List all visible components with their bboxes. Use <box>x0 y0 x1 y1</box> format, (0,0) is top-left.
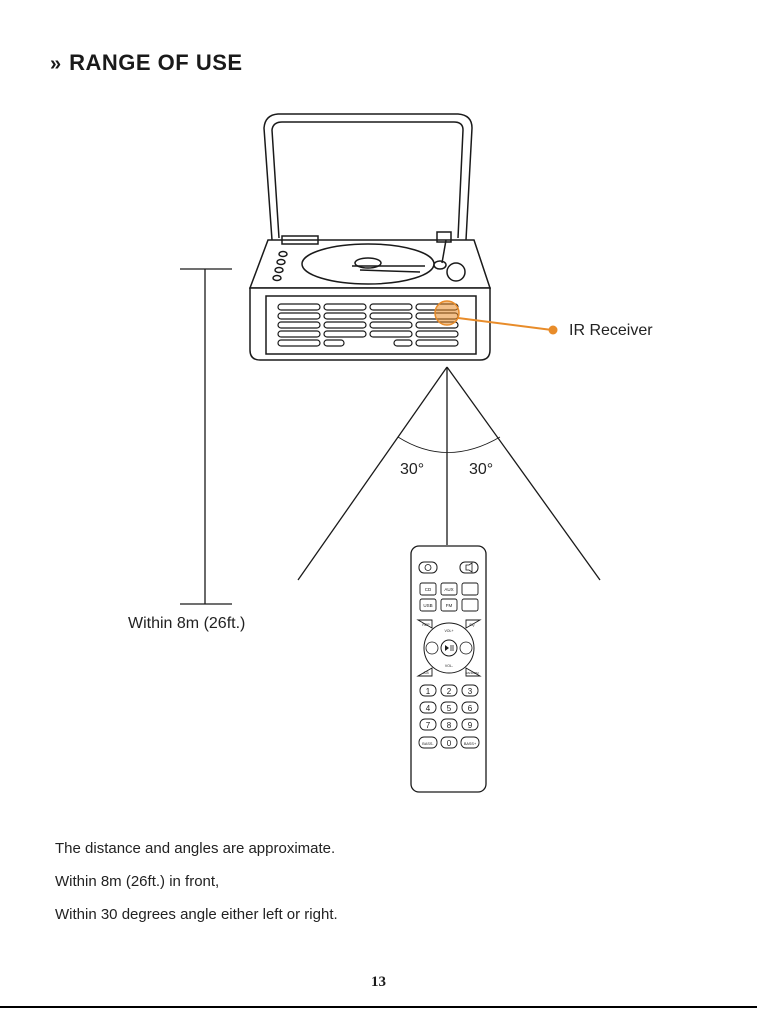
usage-notes: The distance and angles are approximate.… <box>55 832 338 931</box>
note-distance: Within 8m (26ft.) in front, <box>55 865 338 898</box>
remote-key-6: 6 <box>468 704 473 713</box>
distance-label: Within 8m (26ft.) <box>128 615 245 632</box>
angle-arc <box>398 437 500 453</box>
remote-usb-key: USB <box>423 603 432 608</box>
remote-vol-down: VOL- <box>445 664 454 668</box>
note-approximate: The distance and angles are approximate. <box>55 832 338 865</box>
remote-key-0: 0 <box>447 739 452 748</box>
remote-key-4: 4 <box>426 704 431 713</box>
remote-key-2: 2 <box>447 687 452 696</box>
remote-key-9: 9 <box>468 721 473 730</box>
remote-rep-key: REP <box>422 623 430 627</box>
remote-eq-key: EQ <box>469 623 474 627</box>
remote-random-key: RANDOM <box>465 671 479 675</box>
remote-key-3: 3 <box>468 687 473 696</box>
angle-left-label: 30° <box>400 461 424 478</box>
remote-key-7: 7 <box>426 721 431 730</box>
footer-divider <box>0 1006 757 1008</box>
remote-cd-key: CD <box>425 587 432 592</box>
angle-right-label: 30° <box>469 461 493 478</box>
ir-callout-dot <box>549 326 558 335</box>
remote-key-bass-minus: BASS- <box>422 742 434 746</box>
remote-key-8: 8 <box>447 721 452 730</box>
distance-bracket <box>180 269 232 604</box>
remote-key-1: 1 <box>426 687 431 696</box>
remote-fm-key: FM <box>446 603 453 608</box>
remote-control <box>411 546 486 792</box>
remote-vol-up: VOL+ <box>444 629 453 633</box>
remote-aux-key: AUX <box>444 587 453 592</box>
ir-receiver-label: IR Receiver <box>569 322 653 339</box>
remote-key-bass-plus: BASS+ <box>464 742 477 746</box>
remote-ab-key: A-B <box>423 671 428 675</box>
note-angle: Within 30 degrees angle either left or r… <box>55 898 338 931</box>
ir-receiver-highlight <box>435 301 459 325</box>
page-number: 13 <box>0 974 757 991</box>
remote-key-5: 5 <box>447 704 452 713</box>
